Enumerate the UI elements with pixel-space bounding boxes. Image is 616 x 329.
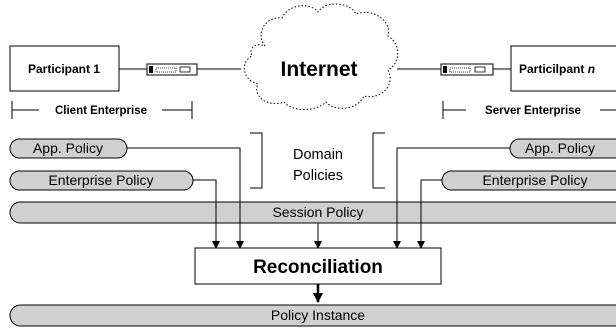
participant-box-left: Participant 1	[9, 45, 120, 92]
reconciliation-label: Reconciliation	[253, 257, 383, 278]
left-enterprise-policy-label: Enterprise Policy	[48, 172, 153, 188]
session-policy-label: Session Policy	[272, 204, 363, 220]
router-icon-left	[146, 63, 198, 76]
domain-policies-line1: Domain	[293, 147, 343, 163]
policy-instance-band: Policy Instance	[9, 304, 616, 327]
left-app-policy-label: App. Policy	[33, 140, 103, 156]
router-icon-right	[440, 63, 494, 76]
server-enterprise-span: Server Enterprise	[442, 101, 616, 119]
server-enterprise-label: Server Enterprise	[485, 105, 581, 117]
participant-right-label: Particilpant n	[519, 62, 595, 76]
session-policy-band: Session Policy	[9, 201, 616, 224]
domain-policies-bracket: Domain Policies	[250, 132, 385, 189]
policy-instance-label: Policy Instance	[271, 307, 365, 323]
client-enterprise-span: Client Enterprise	[11, 101, 193, 119]
right-enterprise-policy-label: Enterprise Policy	[482, 172, 587, 188]
arrow-left-app-policy	[127, 147, 244, 249]
domain-policies-line2: Policies	[293, 168, 343, 184]
internet-cloud: Internet	[243, 3, 399, 110]
right-app-policy: App. Policy	[509, 138, 616, 159]
left-enterprise-policy: Enterprise Policy	[9, 170, 194, 191]
left-app-policy: App. Policy	[9, 138, 128, 159]
participant-left-label: Participant 1	[28, 62, 100, 76]
right-enterprise-policy: Enterprise Policy	[441, 170, 616, 191]
internet-label: Internet	[280, 58, 357, 81]
client-enterprise-label: Client Enterprise	[55, 105, 147, 117]
right-app-policy-label: App. Policy	[525, 140, 595, 156]
arrow-right-app-policy	[393, 147, 510, 249]
arrow-left-enterprise-policy	[193, 179, 220, 249]
reconciliation-box: Reconciliation	[194, 247, 442, 285]
participant-box-right: Particilpant n	[510, 45, 616, 92]
arrow-right-enterprise-policy	[417, 179, 442, 249]
